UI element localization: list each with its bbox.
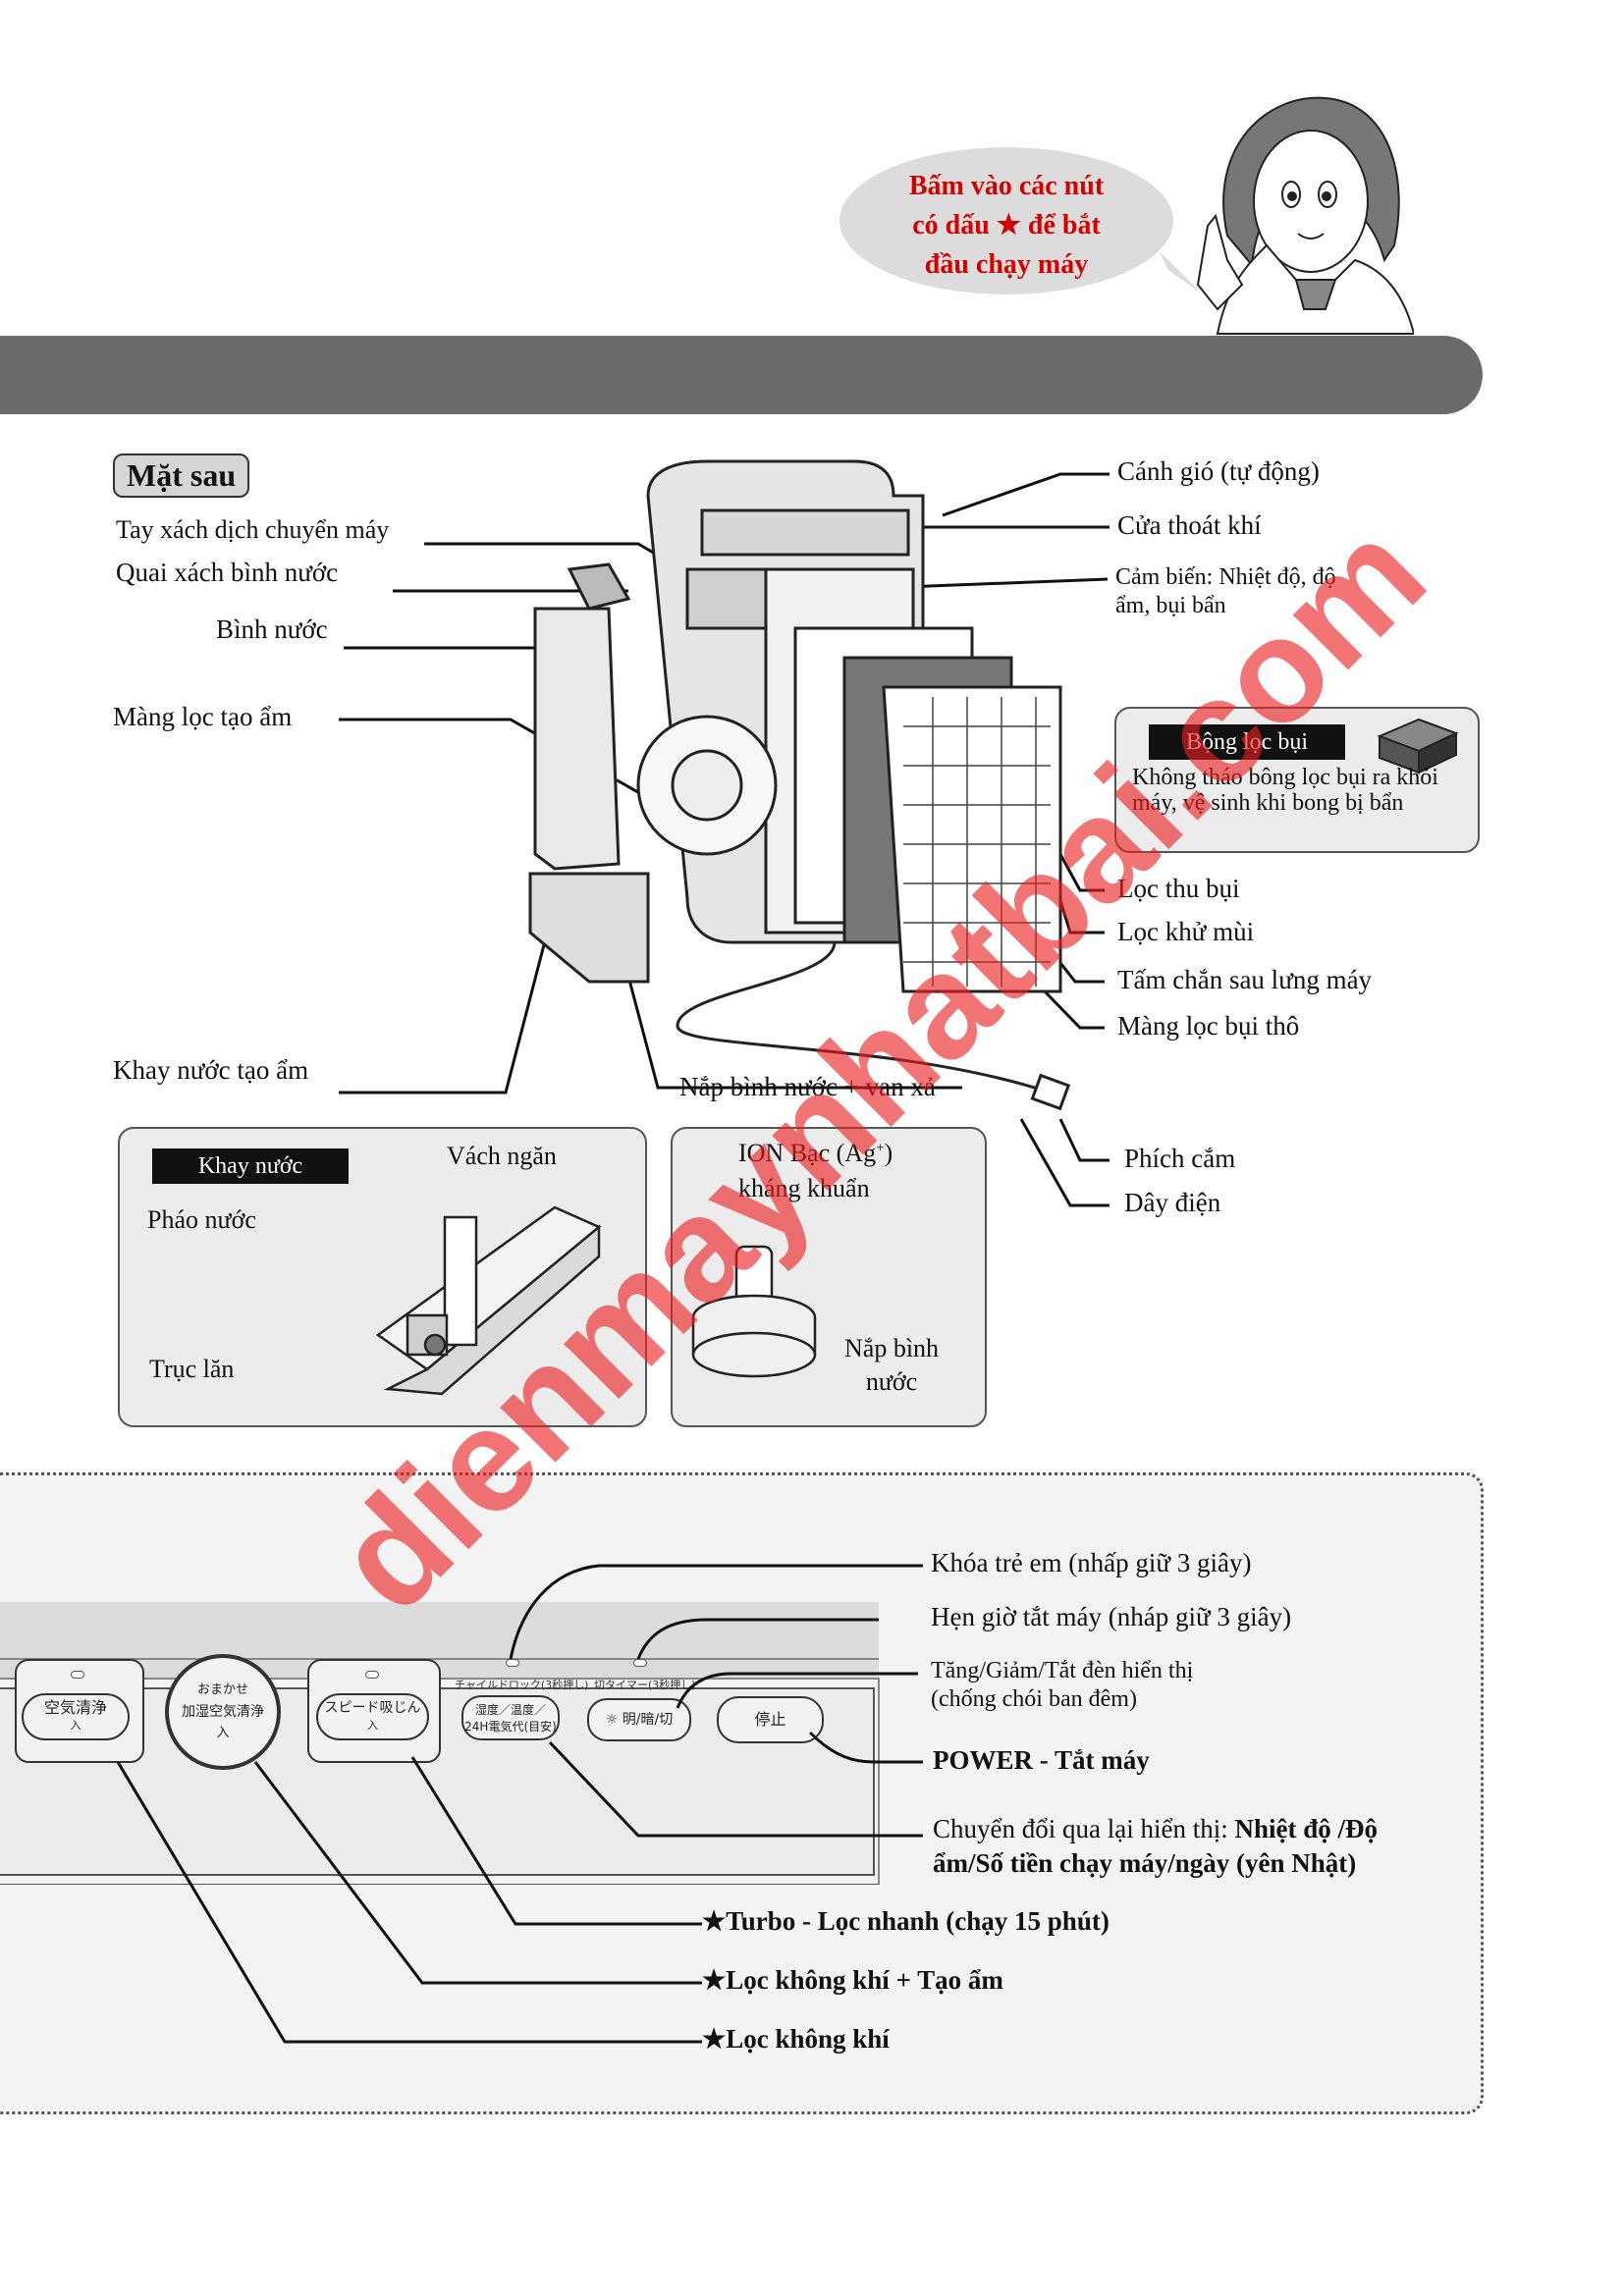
label-light-dimmer: Tăng/Giảm/Tắt đèn hiển thị (chống chói b…	[931, 1658, 1194, 1712]
label-handle: Tay xách dịch chuyển máy	[116, 515, 390, 544]
sun-icon: ☼	[605, 1712, 619, 1728]
label-tank-handle: Quai xách bình nước	[116, 558, 339, 587]
sponge-filter-text: Không tháo bông lọc bụi ra khỏi máy, vệ …	[1132, 765, 1438, 816]
label-dust-filter: Lọc thu bụi	[1117, 874, 1240, 903]
off-timer-led	[633, 1659, 647, 1667]
sponge-icon	[1377, 718, 1459, 774]
label-air-clean: ★Lọc không khí	[702, 2024, 890, 2054]
label-off-timer: Hẹn giờ tắt máy (nháp giữ 3 giây)	[931, 1602, 1292, 1631]
section-banner	[0, 336, 1483, 414]
label-tank: Bình nước	[216, 614, 328, 644]
child-lock-caption: チャイルドロック(3秒押し)	[455, 1679, 589, 1691]
sponge-filter-tag: Bộng lọc bụi	[1149, 724, 1345, 760]
speech-bubble-text: Bấm vào các nút có dấu ★ để bắt đầu chạy…	[908, 171, 1105, 280]
label-turbo: ★Turbo - Lọc nhanh (chạy 15 phút)	[702, 1906, 1110, 1936]
tank-cap-illustration	[691, 1245, 817, 1378]
stop-button[interactable]: 停止	[717, 1696, 824, 1743]
label-display-toggle: Chuyển đổi qua lại hiển thị: Nhiệt độ /Đ…	[933, 1814, 1378, 1879]
speech-bubble	[839, 147, 1173, 294]
light-dimmer-button[interactable]: ☼ 明/暗/切	[587, 1698, 691, 1741]
label-cord: Dây điện	[1124, 1188, 1221, 1217]
label-louver: Cánh gió (tự động)	[1117, 456, 1320, 486]
rear-title: Mặt sau	[113, 454, 250, 498]
label-tank-cap-ion: Nắp bình nước	[844, 1334, 940, 1396]
air-clean-button[interactable]: 空気清浄 入	[22, 1693, 130, 1740]
speed-suction-button[interactable]: スピード吸じん 入	[316, 1693, 429, 1740]
ion-box	[671, 1127, 987, 1427]
label-ion: ION Bạc (Ag+)	[738, 1139, 893, 1167]
label-float: Pháo nước	[147, 1205, 256, 1234]
child-lock-led	[506, 1659, 519, 1667]
label-deodor-filter: Lọc khử mùi	[1117, 917, 1255, 946]
water-tray-illustration	[375, 1205, 602, 1396]
display-toggle-button[interactable]: 湿度／温度／ 24H電気代(目安)	[461, 1695, 560, 1740]
label-tray: Khay nước tạo ẩm	[113, 1055, 309, 1085]
speech-bubble-tail	[1159, 250, 1203, 294]
label-air-humid: ★Lọc không khí + Tạo ẩm	[702, 1965, 1003, 1995]
label-ion-antibacterial: kháng khuẩn	[738, 1174, 870, 1202]
label-humid-filter: Màng lọc tạo ẩm	[113, 702, 293, 731]
speed-led	[365, 1671, 379, 1679]
woman-illustration	[1196, 96, 1414, 335]
off-timer-caption: 切タイマー(3秒押し)	[594, 1679, 696, 1691]
label-tank-cap: Nắp bình nước + van xả	[679, 1072, 936, 1101]
water-tray-tag: Khay nước	[152, 1148, 349, 1184]
label-pre-filter: Màng lọc bụi thô	[1117, 1011, 1300, 1041]
label-divider: Vách ngăn	[447, 1142, 557, 1170]
air-clean-led	[71, 1671, 84, 1679]
label-power: POWER - Tắt máy	[933, 1745, 1150, 1775]
label-child-lock: Khóa trẻ em (nhấp giữ 3 giây)	[931, 1548, 1252, 1577]
label-plug: Phích cắm	[1124, 1144, 1236, 1173]
label-back-panel: Tấm chắn sau lưng máy	[1117, 965, 1373, 994]
label-roller: Trục lăn	[149, 1355, 235, 1383]
omakase-humid-air-clean-button[interactable]: おまかせ 加湿空気清浄 入	[165, 1654, 281, 1770]
label-sensor: Cảm biến: Nhiệt độ, độ ẩm, bụi bẩn	[1115, 564, 1336, 618]
label-outlet: Cửa thoát khí	[1117, 510, 1262, 540]
